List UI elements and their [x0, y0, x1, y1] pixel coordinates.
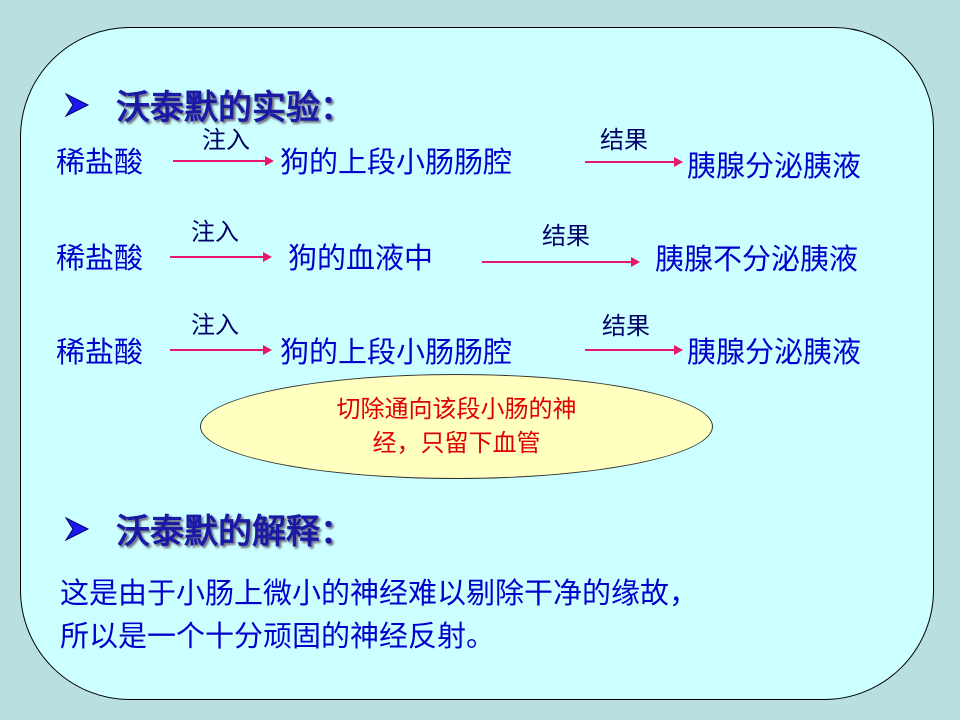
row1-arrow1-label: 注入 [202, 126, 250, 154]
row1-start: 稀盐酸 [56, 145, 144, 179]
section-title: 沃泰默的实验： [116, 88, 354, 128]
row2-arrow1-label: 注入 [191, 218, 239, 246]
arrowhead-bullet-icon [64, 516, 90, 541]
row1-middle: 狗的上段小肠肠腔 [280, 145, 513, 179]
row1-arrow2-label: 结果 [600, 126, 648, 154]
row2-start: 稀盐酸 [56, 241, 144, 275]
row2-middle: 狗的血液中 [288, 241, 434, 275]
row1-end: 胰腺分泌胰液 [687, 149, 862, 183]
row2-end: 胰腺不分泌胰液 [655, 242, 859, 276]
row2-arrow2 [482, 257, 640, 267]
row2-arrow2-label: 结果 [542, 222, 590, 250]
explanation-line-1: 这是由于小肠上微小的神经难以剔除干净的缘故， [60, 576, 699, 610]
explanation-line-2: 所以是一个十分顽固的神经反射。 [60, 619, 496, 653]
section-heading-experiment: 沃泰默的实验： [64, 80, 354, 129]
note-line-1: 切除通向该段小肠的神 [336, 394, 577, 423]
row3-arrow1 [170, 345, 272, 355]
row3-arrow1-label: 注入 [191, 311, 239, 339]
row1-arrow2 [585, 157, 683, 167]
row3-end: 胰腺分泌胰液 [687, 335, 862, 369]
arrowhead-bullet-icon [64, 92, 90, 117]
explanation-text: 这是由于小肠上微小的神经难以剔除干净的缘故， 所以是一个十分顽固的神经反射。 [60, 572, 698, 658]
section-title: 沃泰默的解释： [116, 512, 354, 552]
row3-start: 稀盐酸 [56, 335, 144, 369]
row2-arrow1 [170, 252, 272, 262]
note-ellipse: 切除通向该段小肠的神 经，只留下血管 [200, 374, 713, 479]
section-heading-explanation: 沃泰默的解释： [64, 504, 354, 553]
note-line-2: 经，只留下血管 [372, 428, 541, 457]
row1-arrow1 [173, 156, 274, 166]
slide-panel [20, 27, 934, 700]
row3-middle: 狗的上段小肠肠腔 [280, 335, 513, 369]
row3-arrow2 [585, 345, 683, 355]
row3-arrow2-label: 结果 [602, 312, 650, 340]
